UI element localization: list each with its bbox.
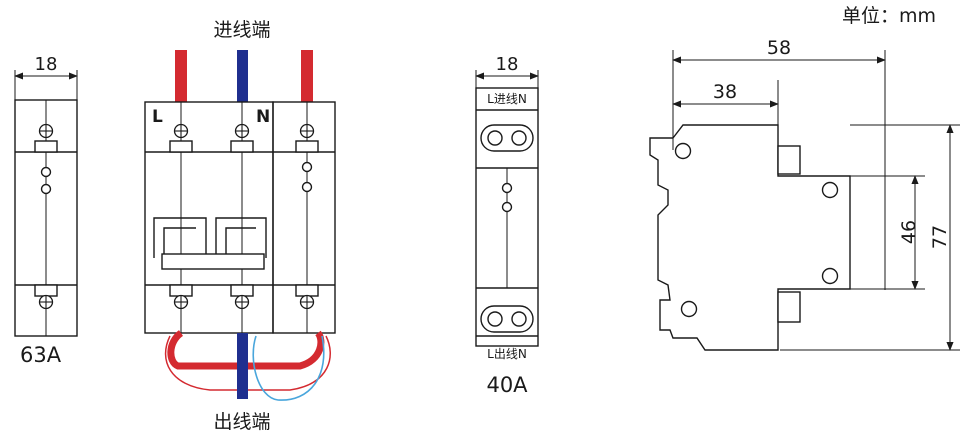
screw-n-bottom-icon [234, 294, 250, 310]
outlet-wire-n [237, 333, 248, 399]
screw-l-top-icon [173, 123, 189, 139]
depth-total-dimension: 58 [767, 37, 791, 59]
right-module-body [272, 101, 336, 334]
depth-front-dimension: 38 [713, 81, 737, 103]
outlet-label-40a: L出线N [487, 347, 527, 361]
top-screw-icon [38, 123, 54, 139]
screw-right-top-icon [299, 123, 315, 139]
toggle-handles [153, 217, 267, 270]
module-body-40a [475, 87, 539, 347]
label-n: N [256, 107, 270, 127]
screw-n-top-icon [234, 123, 250, 139]
width-dimension-40a: 18 [496, 54, 519, 75]
upper-tab [777, 145, 801, 175]
wired-pair-view: 进线端 L N [144, 19, 336, 433]
outlet-wire-blue-thin [252, 335, 325, 401]
unit-label: 单位：mm [842, 5, 936, 27]
height-total-dimension: 77 [929, 225, 951, 249]
outlet-label: 出线端 [213, 411, 270, 433]
rating-40a: 40A [486, 373, 528, 397]
rating-63a: 63A [20, 343, 62, 367]
bottom-screw-icon [38, 294, 54, 310]
outlet-wire-red-thin [164, 335, 331, 391]
height-front-dimension: 46 [898, 220, 920, 244]
single-63a-view: 18 63A [14, 54, 78, 367]
label-l: L [152, 107, 163, 127]
width-dimension-63a: 18 [35, 54, 58, 75]
inlet-label: 进线端 [213, 19, 270, 41]
screw-right-bottom-icon [299, 294, 315, 310]
side-profile-outline [649, 124, 851, 351]
inlet-wire-right [301, 50, 313, 102]
lower-tab [777, 291, 801, 323]
screw-l-bottom-icon [173, 294, 189, 310]
inlet-label-40a: L进线N [487, 92, 527, 106]
single-40a-view: 18 L进线N L出线N 40A [475, 54, 539, 397]
side-profile-view: 58 38 46 77 [649, 37, 960, 351]
inlet-wire-n [237, 50, 248, 102]
inlet-wire-l [175, 50, 187, 102]
